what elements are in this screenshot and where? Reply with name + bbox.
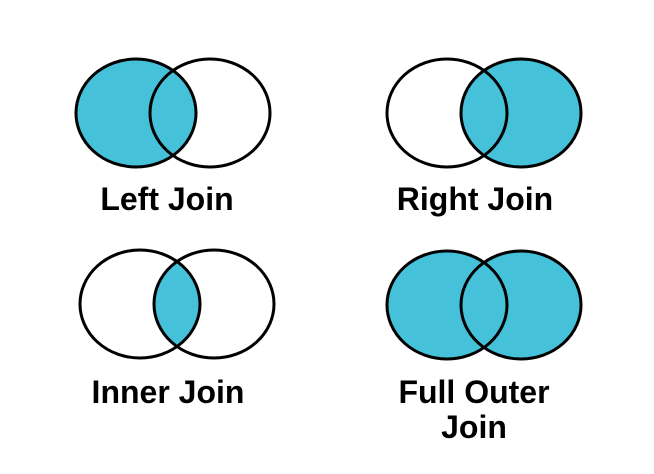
left-circle-outline — [78, 248, 202, 360]
venn-diagram-full-outer-join — [383, 247, 587, 365]
left-join-label: Left Join — [100, 181, 234, 217]
left-circle-outline — [385, 57, 509, 169]
intersection-region — [154, 250, 200, 358]
inner-join-label: Inner Join — [91, 374, 245, 410]
right-circle-outline — [459, 249, 583, 361]
left-circle-fill — [76, 59, 196, 167]
full-outer-join-label: Full Outer Join — [398, 374, 550, 445]
left-circle-outline — [74, 57, 198, 169]
left-circle-outline — [385, 249, 509, 361]
right-circle-outline — [459, 57, 583, 169]
right-circle-outline — [152, 248, 276, 360]
right-circle-fill — [461, 251, 581, 359]
venn-diagram-right-join — [383, 55, 587, 173]
venn-diagram-inner-join — [76, 246, 280, 364]
right-circle-outline — [148, 57, 272, 169]
right-join-label: Right Join — [396, 181, 554, 217]
venn-diagram-left-join — [72, 55, 276, 173]
right-circle-fill — [461, 59, 581, 167]
